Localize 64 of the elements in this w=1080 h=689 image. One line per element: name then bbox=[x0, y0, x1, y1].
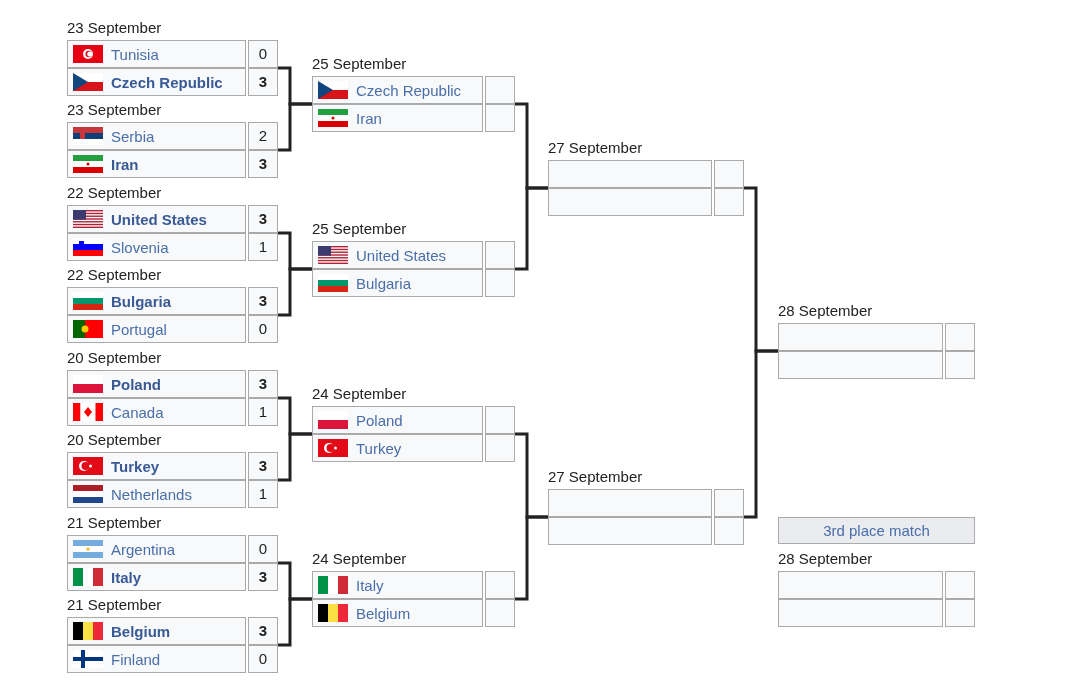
match-date: 21 September bbox=[67, 513, 163, 533]
score: 3 bbox=[248, 370, 278, 398]
team-name: Belgium bbox=[111, 622, 171, 640]
match-date: 28 September bbox=[778, 549, 874, 569]
score: 1 bbox=[248, 480, 278, 508]
team-name: Belgium bbox=[356, 604, 411, 622]
score: 0 bbox=[248, 645, 278, 673]
match-date: 25 September bbox=[312, 219, 408, 239]
match-date: 27 September bbox=[548, 467, 644, 487]
team-name: Iran bbox=[111, 155, 139, 173]
match-date: 22 September bbox=[67, 265, 163, 285]
team-name: Argentina bbox=[111, 540, 176, 558]
score: 1 bbox=[248, 233, 278, 261]
team-name: United States bbox=[111, 210, 207, 228]
team-name: Serbia bbox=[111, 127, 155, 145]
bracket-line bbox=[744, 349, 778, 519]
score: 3 bbox=[248, 452, 278, 480]
team-name: Italy bbox=[356, 576, 384, 594]
team-name: Bulgaria bbox=[356, 274, 412, 292]
match-date: 27 September bbox=[548, 138, 644, 158]
team-name: Slovenia bbox=[111, 238, 169, 256]
bracket-line bbox=[278, 597, 312, 647]
team-name: Italy bbox=[111, 568, 141, 586]
team-name: Tunisia bbox=[111, 45, 159, 63]
match-date: 21 September bbox=[67, 595, 163, 615]
bracket-line bbox=[278, 432, 312, 482]
team-name: Finland bbox=[111, 650, 161, 668]
match-date: 24 September bbox=[312, 549, 408, 569]
team-name: Turkey bbox=[111, 457, 160, 475]
bracket-line bbox=[515, 186, 548, 271]
score: 2 bbox=[248, 122, 278, 150]
match-date: 23 September bbox=[67, 18, 163, 38]
score: 3 bbox=[248, 68, 278, 96]
score: 3 bbox=[248, 563, 278, 591]
score: 1 bbox=[248, 398, 278, 426]
team-name: Netherlands bbox=[111, 485, 192, 503]
bracket-line bbox=[278, 102, 312, 152]
team-name: Czech Republic bbox=[111, 73, 223, 91]
score: 3 bbox=[248, 287, 278, 315]
match-date: 20 September bbox=[67, 348, 163, 368]
score: 3 bbox=[248, 617, 278, 645]
team-name: Bulgaria bbox=[111, 292, 171, 310]
section-heading: 3rd place match bbox=[778, 517, 975, 544]
match-date: 28 September bbox=[778, 301, 874, 321]
bracket-line bbox=[278, 267, 312, 317]
score: 0 bbox=[248, 315, 278, 343]
match-date: 24 September bbox=[312, 384, 408, 404]
team-name: Iran bbox=[356, 109, 382, 127]
team-name: Canada bbox=[111, 403, 164, 421]
team-name: Poland bbox=[111, 375, 161, 393]
match-date: 23 September bbox=[67, 100, 163, 120]
score: 3 bbox=[248, 205, 278, 233]
score: 3 bbox=[248, 150, 278, 178]
match-date: 22 September bbox=[67, 183, 163, 203]
score: 0 bbox=[248, 535, 278, 563]
bracket-line bbox=[515, 515, 548, 601]
team-name: Poland bbox=[356, 411, 403, 429]
team-name: Turkey bbox=[356, 439, 402, 457]
team-name: United States bbox=[356, 246, 447, 264]
match-date: 25 September bbox=[312, 54, 408, 74]
team-name: Portugal bbox=[111, 320, 167, 338]
score: 0 bbox=[248, 40, 278, 68]
team-name: Czech Republic bbox=[356, 81, 462, 99]
match-date: 20 September bbox=[67, 430, 163, 450]
